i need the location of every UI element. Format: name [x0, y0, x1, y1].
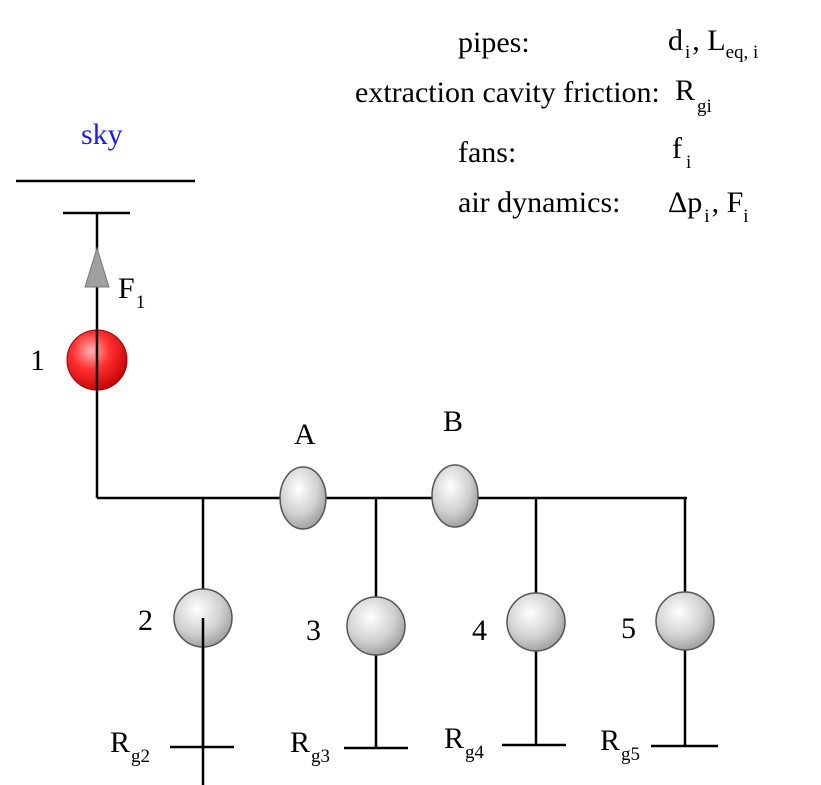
fan-5-label: 5	[621, 612, 636, 645]
fan-3-label: 3	[306, 614, 321, 647]
fan-4-icon	[506, 592, 566, 652]
junction-b-icon	[431, 464, 479, 528]
legend-fans-label: fans:	[458, 136, 516, 169]
sky-label: sky	[81, 118, 123, 151]
fan-3-icon	[346, 596, 406, 656]
legend-pipes-label: pipes:	[458, 26, 530, 59]
legend-friction-label: extraction cavity friction:	[355, 76, 660, 109]
resistor-g4-label: Rg4	[444, 722, 485, 763]
fan-2-label: 2	[138, 604, 153, 637]
fan-5-icon	[655, 591, 715, 651]
legend-air-label: air dynamics:	[458, 186, 620, 219]
flow-label: F1	[118, 272, 145, 313]
fan-4-label: 4	[472, 614, 487, 647]
junction-a-icon	[279, 466, 327, 530]
fan-1-label: 1	[30, 344, 45, 377]
flow-arrow-icon	[84, 246, 110, 288]
resistor-g2-label: Rg2	[110, 726, 150, 767]
junction-b-label: B	[443, 405, 463, 438]
resistor-g5-label: Rg5	[600, 724, 640, 765]
junction-a-label: A	[294, 418, 316, 451]
resistor-g3-label: Rg3	[290, 726, 330, 767]
